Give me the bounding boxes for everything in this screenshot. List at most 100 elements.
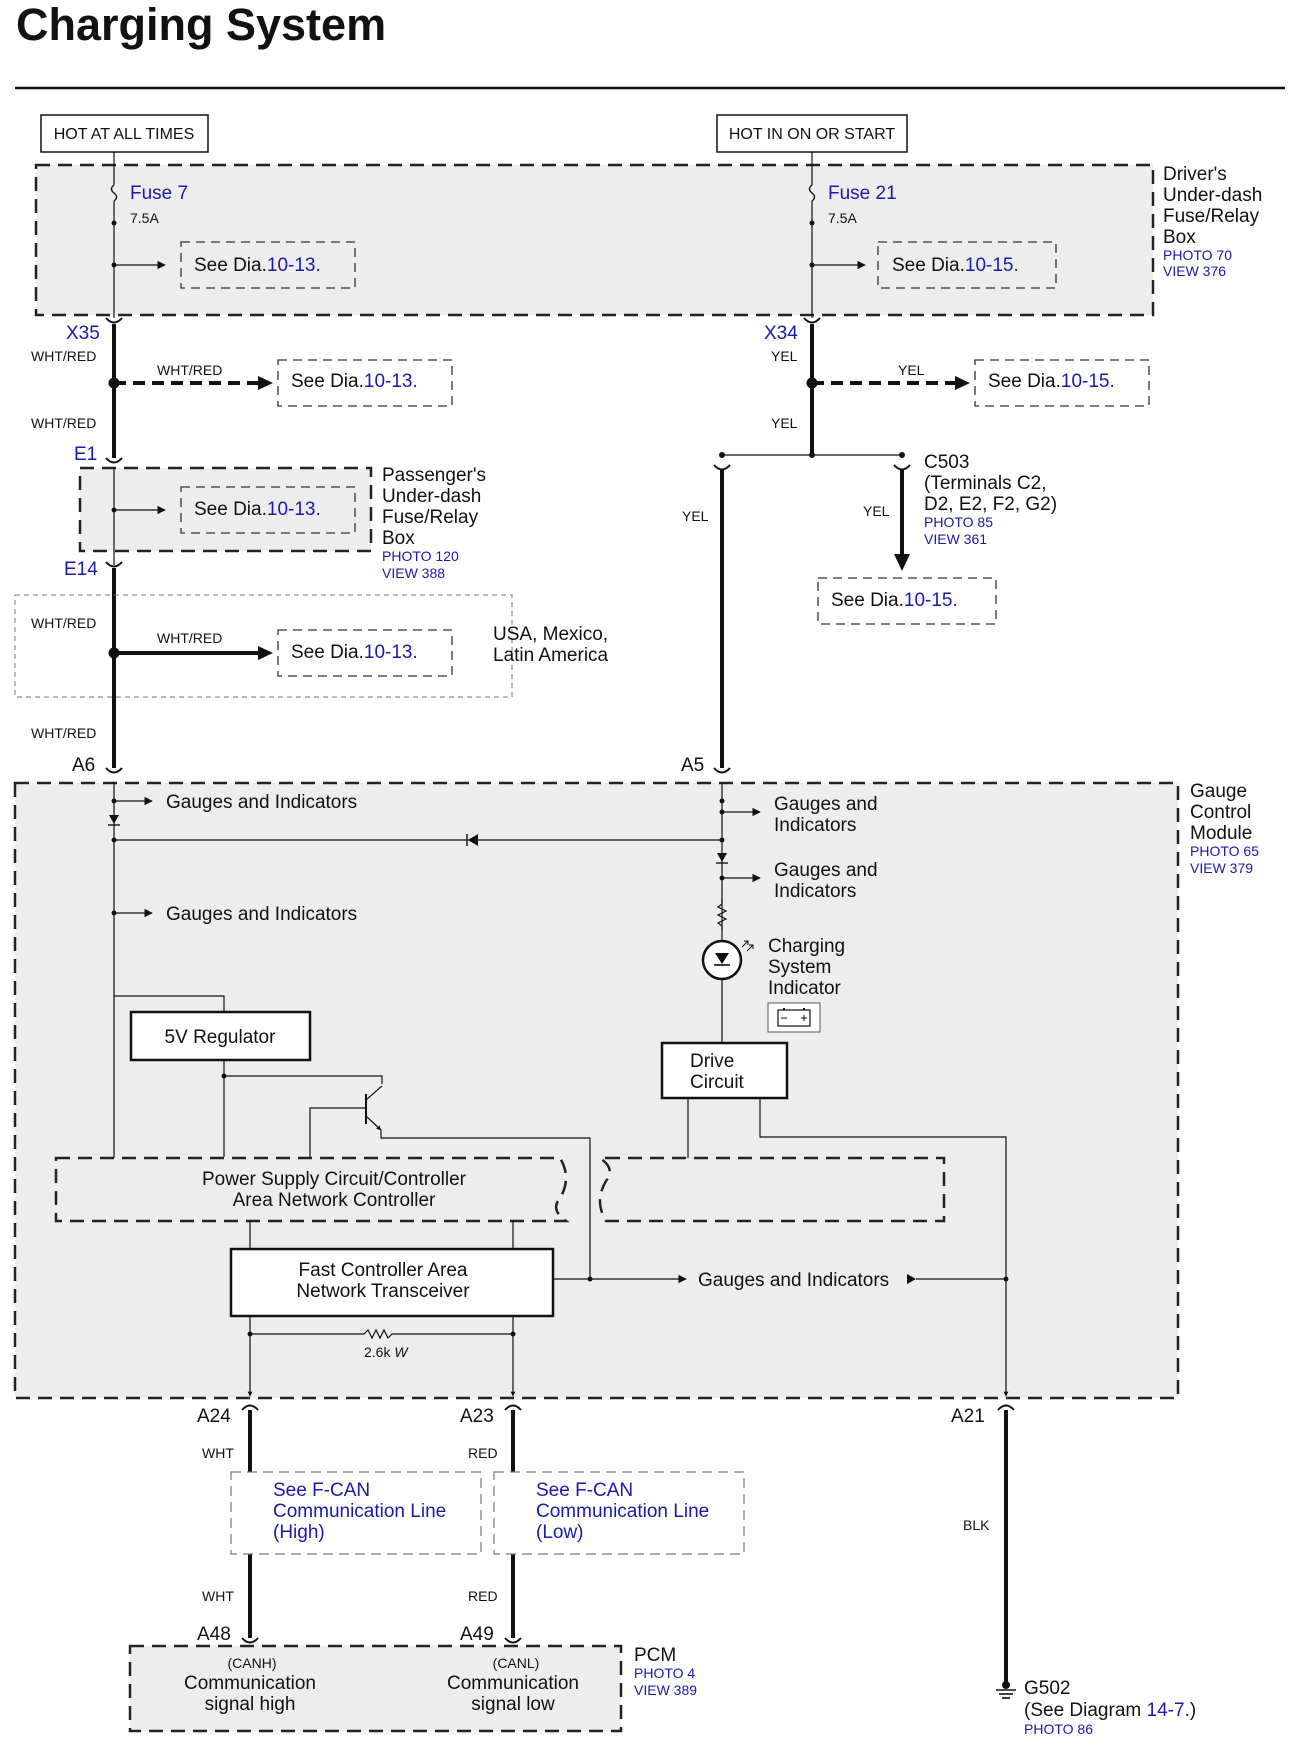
drive-circuit-line-2: Circuit (690, 1072, 745, 1093)
fcan-high-line-1[interactable]: See F-CAN (273, 1480, 370, 1501)
a49-label: A49 (460, 1624, 494, 1645)
ground-photo[interactable]: PHOTO 86 (1024, 1721, 1093, 1737)
fcan-low-line-1[interactable]: See F-CAN (536, 1480, 633, 1501)
regulator-label: 5V Regulator (165, 1027, 277, 1048)
c503-node-mid (809, 452, 815, 458)
hot-at-all-times-label: HOT AT ALL TIMES (54, 126, 195, 143)
gcm-line-1: Gauge (1190, 781, 1247, 802)
see-dia-box-5 (817, 577, 997, 625)
fuse21-name[interactable]: Fuse 21 (828, 183, 897, 204)
transistor-collector (365, 1085, 383, 1101)
battery-icon (767, 1002, 821, 1033)
x34-label[interactable]: X34 (764, 323, 798, 344)
indicator-line-1: Charging (768, 936, 845, 957)
branch-1-arrowhead (258, 376, 273, 390)
pcm-box (128, 1644, 623, 1733)
e1-label[interactable]: E1 (74, 444, 97, 465)
region-line-2: Latin America (493, 645, 609, 666)
c503-view[interactable]: VIEW 361 (924, 531, 987, 547)
passenger-box-line-2: Under-dash (382, 486, 481, 507)
gauges-label-1: Gauges and Indicators (166, 792, 357, 813)
fuse21-symbol (808, 184, 816, 202)
see-dia-4[interactable]: See Dia.10-15. (988, 371, 1115, 392)
a49-connector (504, 1637, 522, 1644)
ground-node (1002, 1681, 1010, 1689)
pcm-canl-tag: (CANL) (493, 1655, 540, 1671)
wire-label-yel-2: YEL (771, 415, 798, 431)
c503-node-right (899, 452, 905, 458)
gcm-right-node-1 (719, 798, 725, 804)
passenger-box-view[interactable]: VIEW 388 (382, 565, 445, 581)
see-dia-2[interactable]: See Dia.10-15. (892, 255, 1019, 276)
see-dia-box-1 (180, 241, 356, 289)
gcm-right-node-2 (719, 809, 725, 815)
indicator-resistor (716, 898, 728, 940)
see-dia-box-6 (180, 486, 356, 534)
wire-label-yel-4: YEL (863, 503, 890, 519)
a23-connector (504, 1404, 522, 1411)
diode-right (717, 853, 727, 862)
indicator-line-2: System (768, 957, 831, 978)
gauge-control-module (13, 781, 1180, 1400)
see-dia-6[interactable]: See Dia.10-13. (194, 499, 321, 520)
fcan-high-line-2[interactable]: Communication Line (273, 1501, 446, 1522)
c503-name: C503 (924, 452, 969, 473)
c503-connector-right (893, 464, 911, 471)
pcm-photo[interactable]: PHOTO 4 (634, 1665, 695, 1681)
pcm-view[interactable]: VIEW 389 (634, 1682, 697, 1698)
drivers-box-line-4: Box (1163, 227, 1196, 248)
e14-connector (105, 561, 123, 568)
see-dia-box-4 (974, 359, 1150, 407)
diode-left (109, 815, 119, 824)
a24-connector (241, 1404, 259, 1411)
wire-label-wht-red-3: WHT/RED (31, 615, 96, 631)
fcan-low-line-2[interactable]: Communication Line (536, 1501, 709, 1522)
ground-name: G502 (1024, 1678, 1070, 1699)
wire-label-wht-red-1: WHT/RED (31, 348, 96, 364)
see-dia-1[interactable]: See Dia.10-13. (194, 255, 321, 276)
transistor-base-wire (309, 1107, 366, 1157)
transceiver-node (587, 1276, 593, 1282)
pcm-canh-tag: (CANH) (228, 1655, 277, 1671)
drivers-box-view[interactable]: VIEW 376 (1163, 263, 1226, 279)
see-dia-7[interactable]: See Dia.10-13. (291, 642, 418, 663)
yel-branch-label: YEL (898, 362, 925, 378)
x34-connector (803, 317, 821, 324)
wire-label-wht-red-4: WHT/RED (31, 725, 96, 741)
drivers-box-photo[interactable]: PHOTO 70 (1163, 247, 1232, 263)
e14-label[interactable]: E14 (64, 559, 98, 580)
passenger-box-line-1: Passenger's (382, 465, 486, 486)
ground-see[interactable]: (See Diagram 14-7.) (1024, 1700, 1196, 1721)
fcan-low-box (493, 1471, 745, 1555)
gcm-photo[interactable]: PHOTO 65 (1190, 843, 1259, 859)
drive-circuit-box (660, 1041, 789, 1100)
fuse7-rating: 7.5A (130, 210, 159, 226)
see-dia-box-3 (277, 359, 453, 407)
fuse7-node (111, 220, 117, 226)
a5-connector (713, 767, 731, 774)
gauges-label-3: Gauges and Indicators (698, 1270, 889, 1291)
x35-label[interactable]: X35 (66, 323, 100, 344)
gcm-view[interactable]: VIEW 379 (1190, 860, 1253, 876)
gauges-label-5a: Gauges and (774, 860, 878, 881)
c503-photo[interactable]: PHOTO 85 (924, 514, 993, 530)
wire-label-wht-red-2: WHT/RED (31, 415, 96, 431)
drive-circuit-line-1: Drive (690, 1051, 734, 1072)
branch-1-label: WHT/RED (157, 362, 222, 378)
drivers-fuse-box (34, 163, 1155, 317)
termination-resistor (250, 1328, 513, 1340)
fuse21-node (809, 220, 815, 226)
passenger-box-photo[interactable]: PHOTO 120 (382, 548, 459, 564)
pcm-canh-line-2: signal high (205, 1694, 296, 1715)
fcan-high-line-3[interactable]: (High) (273, 1522, 325, 1543)
see-dia-5[interactable]: See Dia.10-15. (831, 590, 958, 611)
transceiver-line-1: Fast Controller Area (299, 1260, 468, 1281)
branch-2-label: WHT/RED (157, 630, 222, 646)
a48-connector (241, 1637, 259, 1644)
see-dia-3[interactable]: See Dia.10-13. (291, 371, 418, 392)
fuse7-name[interactable]: Fuse 7 (130, 183, 188, 204)
pcm-name: PCM (634, 1645, 676, 1666)
fcan-low-line-3[interactable]: (Low) (536, 1522, 584, 1543)
resistor-label: 2.6k W (364, 1344, 409, 1360)
